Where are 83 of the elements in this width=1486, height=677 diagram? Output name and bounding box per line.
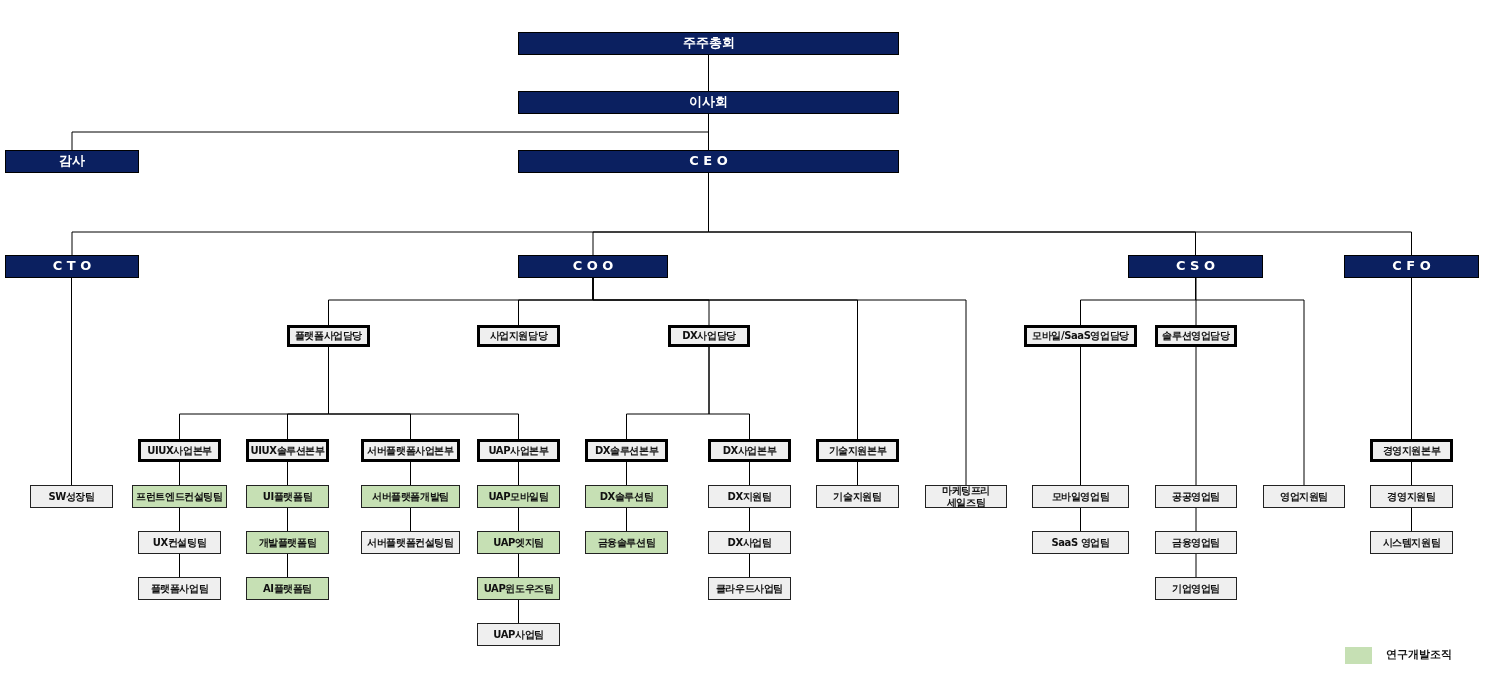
connector-line <box>71 277 72 486</box>
division-box: DX사업본부 <box>708 439 791 462</box>
division-box: 경영지원본부 <box>1370 439 1453 462</box>
team-box: UAP엣지팀 <box>477 531 560 554</box>
team-box: 영업지원팀 <box>1263 485 1345 508</box>
connector-line <box>708 346 750 440</box>
executive-box: C O O <box>518 255 668 278</box>
connector-line <box>287 507 288 532</box>
team-box: UI플랫폼팀 <box>246 485 329 508</box>
team-box: UAP사업팀 <box>477 623 560 646</box>
team-box: 서버플랫폼개발팀 <box>361 485 460 508</box>
executive-box: C E O <box>518 150 899 173</box>
division-box: 플랫폼사업담당 <box>287 325 370 347</box>
connector-line <box>708 113 709 151</box>
division-box: UIUX솔루션본부 <box>246 439 329 462</box>
connector-line <box>857 461 858 486</box>
connector-line <box>1195 346 1197 486</box>
connector-line <box>518 599 519 624</box>
executive-box: C S O <box>1128 255 1263 278</box>
legend-label: 연구개발조직 <box>1386 648 1452 662</box>
team-box: 금융솔루션팀 <box>585 531 668 554</box>
executive-box: C F O <box>1344 255 1479 278</box>
executive-box: C T O <box>5 255 139 278</box>
connector-line <box>749 507 750 532</box>
team-box: 경영지원팀 <box>1370 485 1453 508</box>
connector-line <box>518 507 519 532</box>
connector-line <box>1195 507 1197 532</box>
connector-line <box>1080 507 1081 532</box>
team-box: DX솔루션팀 <box>585 485 668 508</box>
division-box: 모바일/SaaS영업담당 <box>1024 325 1137 347</box>
connector-line <box>626 461 627 486</box>
executive-box: 이사회 <box>518 91 899 114</box>
executive-box: 주주총회 <box>518 32 899 55</box>
team-box: 서버플랫폼컨설팅팀 <box>361 531 460 554</box>
team-box: 금융영업팀 <box>1155 531 1237 554</box>
division-box: UIUX사업본부 <box>138 439 221 462</box>
connector-line <box>179 553 180 578</box>
team-box: DX지원팀 <box>708 485 791 508</box>
team-box: UAP윈도우즈팀 <box>477 577 560 600</box>
team-box: 모바일영업팀 <box>1032 485 1129 508</box>
connector-line <box>592 277 967 486</box>
connector-line <box>1195 553 1197 578</box>
connector-line <box>626 507 627 532</box>
team-box: 공공영업팀 <box>1155 485 1237 508</box>
connector-line <box>749 553 750 578</box>
division-box: 서버플랫폼사업본부 <box>361 439 460 462</box>
team-box: 개발플랫폼팀 <box>246 531 329 554</box>
executive-box: 감사 <box>5 150 139 173</box>
connector-line <box>518 553 519 578</box>
team-box: 프런트엔드컨설팅팀 <box>132 485 227 508</box>
connector-line <box>518 461 519 486</box>
team-box: UAP모바일팀 <box>477 485 560 508</box>
team-box: 마케팅프리 세일즈팀 <box>925 485 1007 508</box>
division-box: 사업지원담당 <box>477 325 560 347</box>
division-box: UAP사업본부 <box>477 439 560 462</box>
division-box: DX사업담당 <box>668 325 750 347</box>
connector-line <box>179 461 180 486</box>
connector-line <box>410 461 411 486</box>
division-box: 기술지원본부 <box>816 439 899 462</box>
connector-line <box>287 553 288 578</box>
team-box: AI플랫폼팀 <box>246 577 329 600</box>
connector-line <box>328 346 519 440</box>
team-box: UX컨설팅팀 <box>138 531 221 554</box>
connector-line <box>1411 277 1412 440</box>
connector-line <box>1080 346 1081 486</box>
team-box: 시스템지원팀 <box>1370 531 1453 554</box>
connector-line <box>1411 461 1412 486</box>
team-box: 기술지원팀 <box>816 485 899 508</box>
team-box: 플랫폼사업팀 <box>138 577 221 600</box>
connector-line <box>708 54 709 92</box>
division-box: 솔루션영업담당 <box>1155 325 1237 347</box>
team-box: SaaS 영업팀 <box>1032 531 1129 554</box>
team-box: 기업영업팀 <box>1155 577 1237 600</box>
connector-line <box>1195 277 1197 326</box>
team-box: DX사업팀 <box>708 531 791 554</box>
division-box: DX솔루션본부 <box>585 439 668 462</box>
connector-line <box>1411 507 1412 532</box>
team-box: 클라우드사업팀 <box>708 577 791 600</box>
connector-line <box>287 461 288 486</box>
connector-line <box>179 507 180 532</box>
connector-line <box>410 507 411 532</box>
connector-line <box>749 461 750 486</box>
team-box: SW성장팀 <box>30 485 113 508</box>
